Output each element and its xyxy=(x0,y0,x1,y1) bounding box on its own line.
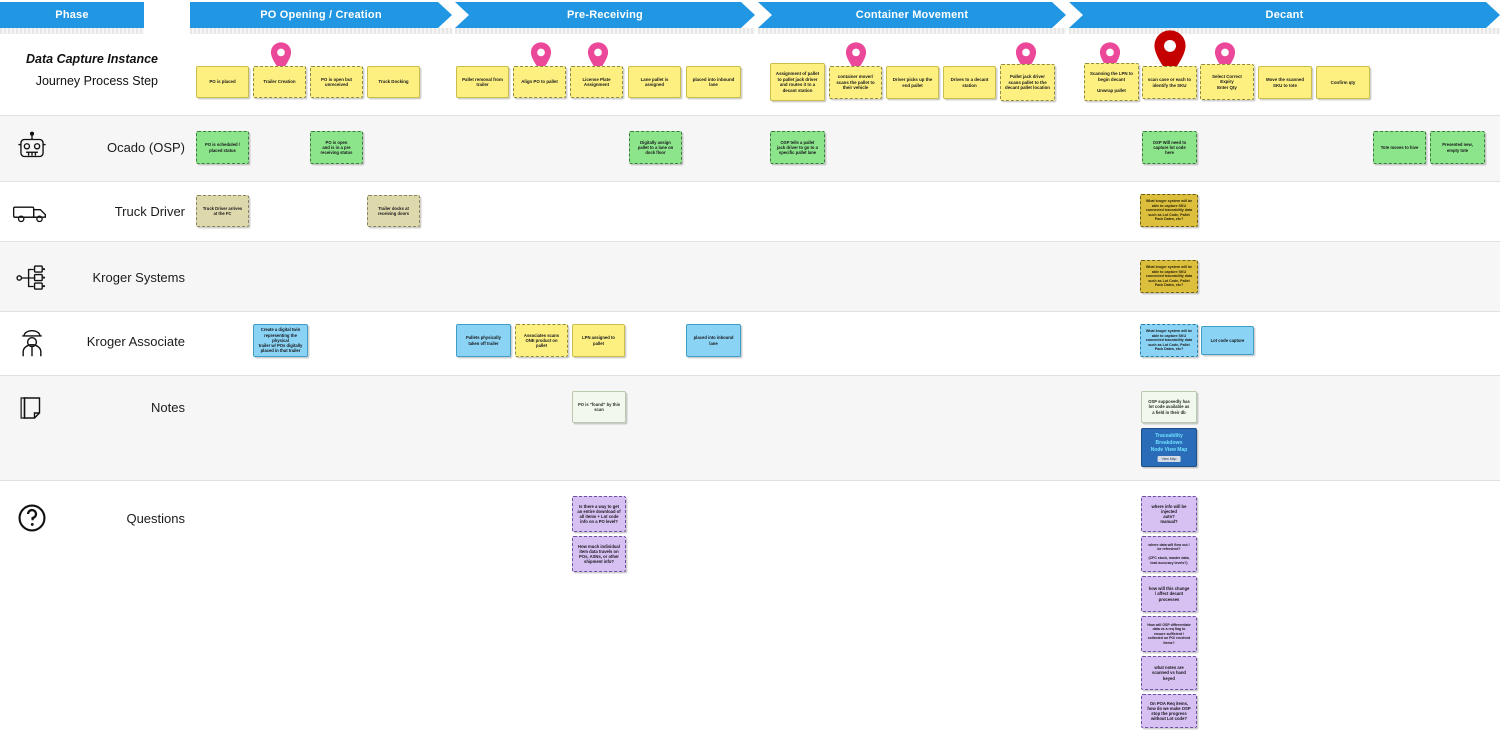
journey-step-card[interactable]: Truck Docking xyxy=(367,66,420,98)
map-pin-icon-highlighted[interactable] xyxy=(1153,30,1187,76)
journey-step-card[interactable]: Pallet removal from trailer xyxy=(456,66,509,98)
question-card[interactable]: How much individual item data travels on… xyxy=(572,536,626,572)
journey-step-card[interactable]: Assignment of pallet to pallet jack driv… xyxy=(770,63,825,101)
ocado-card[interactable]: Presented new, empty tote xyxy=(1430,131,1485,164)
phase-header-band: Phase PO Opening / Creation Pre-Receivin… xyxy=(0,0,1500,34)
journey-process-step-label: Journey Process Step xyxy=(35,74,158,88)
journey-step-card[interactable]: container mover/ scans the pallet to the… xyxy=(829,66,882,99)
kroger-associate-card[interactable]: Pallets physically taken off trailer xyxy=(456,324,511,357)
journey-step-card[interactable]: placed into inbound lane xyxy=(686,66,741,98)
notes-card[interactable]: OSP supposedly has lot code available as… xyxy=(1141,391,1197,423)
phase-shadow xyxy=(190,28,452,34)
phase-header-container-movement[interactable]: Container Movement xyxy=(758,2,1066,28)
kroger-associate-card[interactable]: LPN assigned to pallet xyxy=(572,324,625,357)
phase-header-phase[interactable]: Phase xyxy=(0,2,144,28)
lane-divider xyxy=(0,181,1500,182)
truck-icon xyxy=(12,195,52,231)
lane-kroger-systems-bg xyxy=(0,241,1500,311)
journey-step-card[interactable]: Confirm qty xyxy=(1316,66,1370,99)
robot-icon xyxy=(12,130,52,166)
phase-header-pre-receiving[interactable]: Pre-Receiving xyxy=(455,2,755,28)
journey-step-card[interactable]: Align PO to pallet xyxy=(513,66,566,98)
kroger-associate-card[interactable]: placed into inbound lane xyxy=(686,324,741,357)
truck-driver-card[interactable]: Trailer docks at receiving doors xyxy=(367,195,420,227)
traceability-map-card[interactable]: Traceability Breakdown Node View Map Vie… xyxy=(1141,428,1197,467)
network-icon xyxy=(12,260,52,296)
journey-step-card[interactable]: Select Correct Expiry Enter Qty xyxy=(1200,64,1254,100)
map-pin-icon[interactable] xyxy=(530,42,552,72)
kroger-associate-card[interactable]: What kroger system will be able to captu… xyxy=(1140,324,1198,357)
ocado-card[interactable]: Tote moves to hive xyxy=(1373,131,1426,164)
question-card[interactable]: How will OSP differentiate data vs a req… xyxy=(1141,616,1197,652)
traceability-map-title: Traceability Breakdown Node View Map xyxy=(1150,433,1188,453)
lane-divider xyxy=(0,241,1500,242)
lane-questions-bg xyxy=(0,480,1500,730)
map-pin-icon[interactable] xyxy=(270,42,292,72)
kroger-associate-card[interactable]: Lot code capture xyxy=(1201,326,1254,355)
question-card[interactable]: where info will be injected auto? manual… xyxy=(1141,496,1197,532)
journey-step-card[interactable]: Pallet jack driver scans pallet to the d… xyxy=(1000,64,1055,101)
ocado-card[interactable]: PO is open and is in a pre receiving sta… xyxy=(310,131,363,164)
ocado-card[interactable]: OSP tells a pallet jack driver to go to … xyxy=(770,131,825,164)
lane-divider xyxy=(0,311,1500,312)
map-pin-icon[interactable] xyxy=(845,42,867,72)
question-card[interactable]: what notes are scanned vs hand keyed xyxy=(1141,656,1197,690)
question-card[interactable]: where data will flow out / be refreshed?… xyxy=(1141,536,1197,572)
lane-kroger-associate-bg xyxy=(0,311,1500,375)
lane-divider xyxy=(0,375,1500,376)
note-icon xyxy=(12,390,52,426)
journey-step-card[interactable]: Drives to a decant station xyxy=(943,66,996,99)
journey-step-card[interactable]: Move the scanned SKU to tote xyxy=(1258,66,1312,99)
phase-shadow xyxy=(455,28,755,34)
lane-divider xyxy=(0,115,1500,116)
journey-step-card[interactable]: License Plate Assignment xyxy=(570,66,623,98)
phase-header-decant[interactable]: Decant xyxy=(1069,2,1500,28)
kroger-associate-card[interactable]: Create a digital twin representing the p… xyxy=(253,324,308,357)
journey-step-card[interactable]: Driver picks up the end pallet xyxy=(886,66,939,99)
truck-driver-card[interactable]: What kroger system will be able to captu… xyxy=(1140,194,1198,227)
ocado-card[interactable]: OSP Will need to capture lot code here xyxy=(1142,131,1197,164)
lane-label-truck-driver: Truck Driver xyxy=(114,204,185,219)
journey-step-card[interactable]: Scanning the LPN to begin decant Unwrap … xyxy=(1084,63,1139,101)
lane-ocado-bg xyxy=(0,115,1500,181)
journey-step-card[interactable]: Lane pallet is assigned xyxy=(628,66,681,98)
traceability-map-view-button[interactable]: View Map xyxy=(1157,456,1181,462)
journey-step-card[interactable]: Trailer Creation xyxy=(253,66,306,98)
lane-divider xyxy=(0,480,1500,481)
lane-notes-bg xyxy=(0,375,1500,480)
journey-step-card[interactable]: PO is placed xyxy=(196,66,249,98)
question-card[interactable]: how will this change / affect decant pro… xyxy=(1141,576,1197,612)
lane-label-questions: Questions xyxy=(126,511,185,526)
question-icon xyxy=(12,500,52,536)
truck-driver-card[interactable]: Truck Driver arrives at the FC xyxy=(196,195,249,227)
ocado-card[interactable]: PO is scheduled / placed status xyxy=(196,131,249,164)
kroger-associate-card[interactable]: Associates scans ONE product on pallet xyxy=(515,324,568,357)
lane-label-kroger-systems: Kroger Systems xyxy=(92,270,185,285)
lane-label-notes: Notes xyxy=(151,400,185,415)
phase-header-po-opening[interactable]: PO Opening / Creation xyxy=(190,2,452,28)
phase-shadow xyxy=(1069,28,1500,34)
question-card[interactable]: Is there a way to get an entire download… xyxy=(572,496,626,532)
question-card[interactable]: On POA Req items, how do we make OSP sto… xyxy=(1141,694,1197,728)
phase-shadow xyxy=(758,28,1066,34)
data-capture-instance-label: Data Capture Instance xyxy=(26,52,158,66)
lane-label-kroger-associate: Kroger Associate xyxy=(86,334,185,349)
journey-step-card[interactable]: PO is open but unreceived xyxy=(310,66,363,98)
kroger-systems-card[interactable]: What kroger system will be able to captu… xyxy=(1140,260,1198,293)
map-pin-icon[interactable] xyxy=(587,42,609,72)
notes-card[interactable]: PO is "found" by this scan xyxy=(572,391,626,423)
worker-icon xyxy=(12,325,52,361)
ocado-card[interactable]: Digitally assign pallet to a lane on doc… xyxy=(629,131,682,164)
phase-shadow xyxy=(0,28,144,34)
journey-step-card[interactable]: scan case or each to identify the SKU xyxy=(1142,66,1197,99)
lane-label-ocado: Ocado (OSP) xyxy=(106,140,185,155)
